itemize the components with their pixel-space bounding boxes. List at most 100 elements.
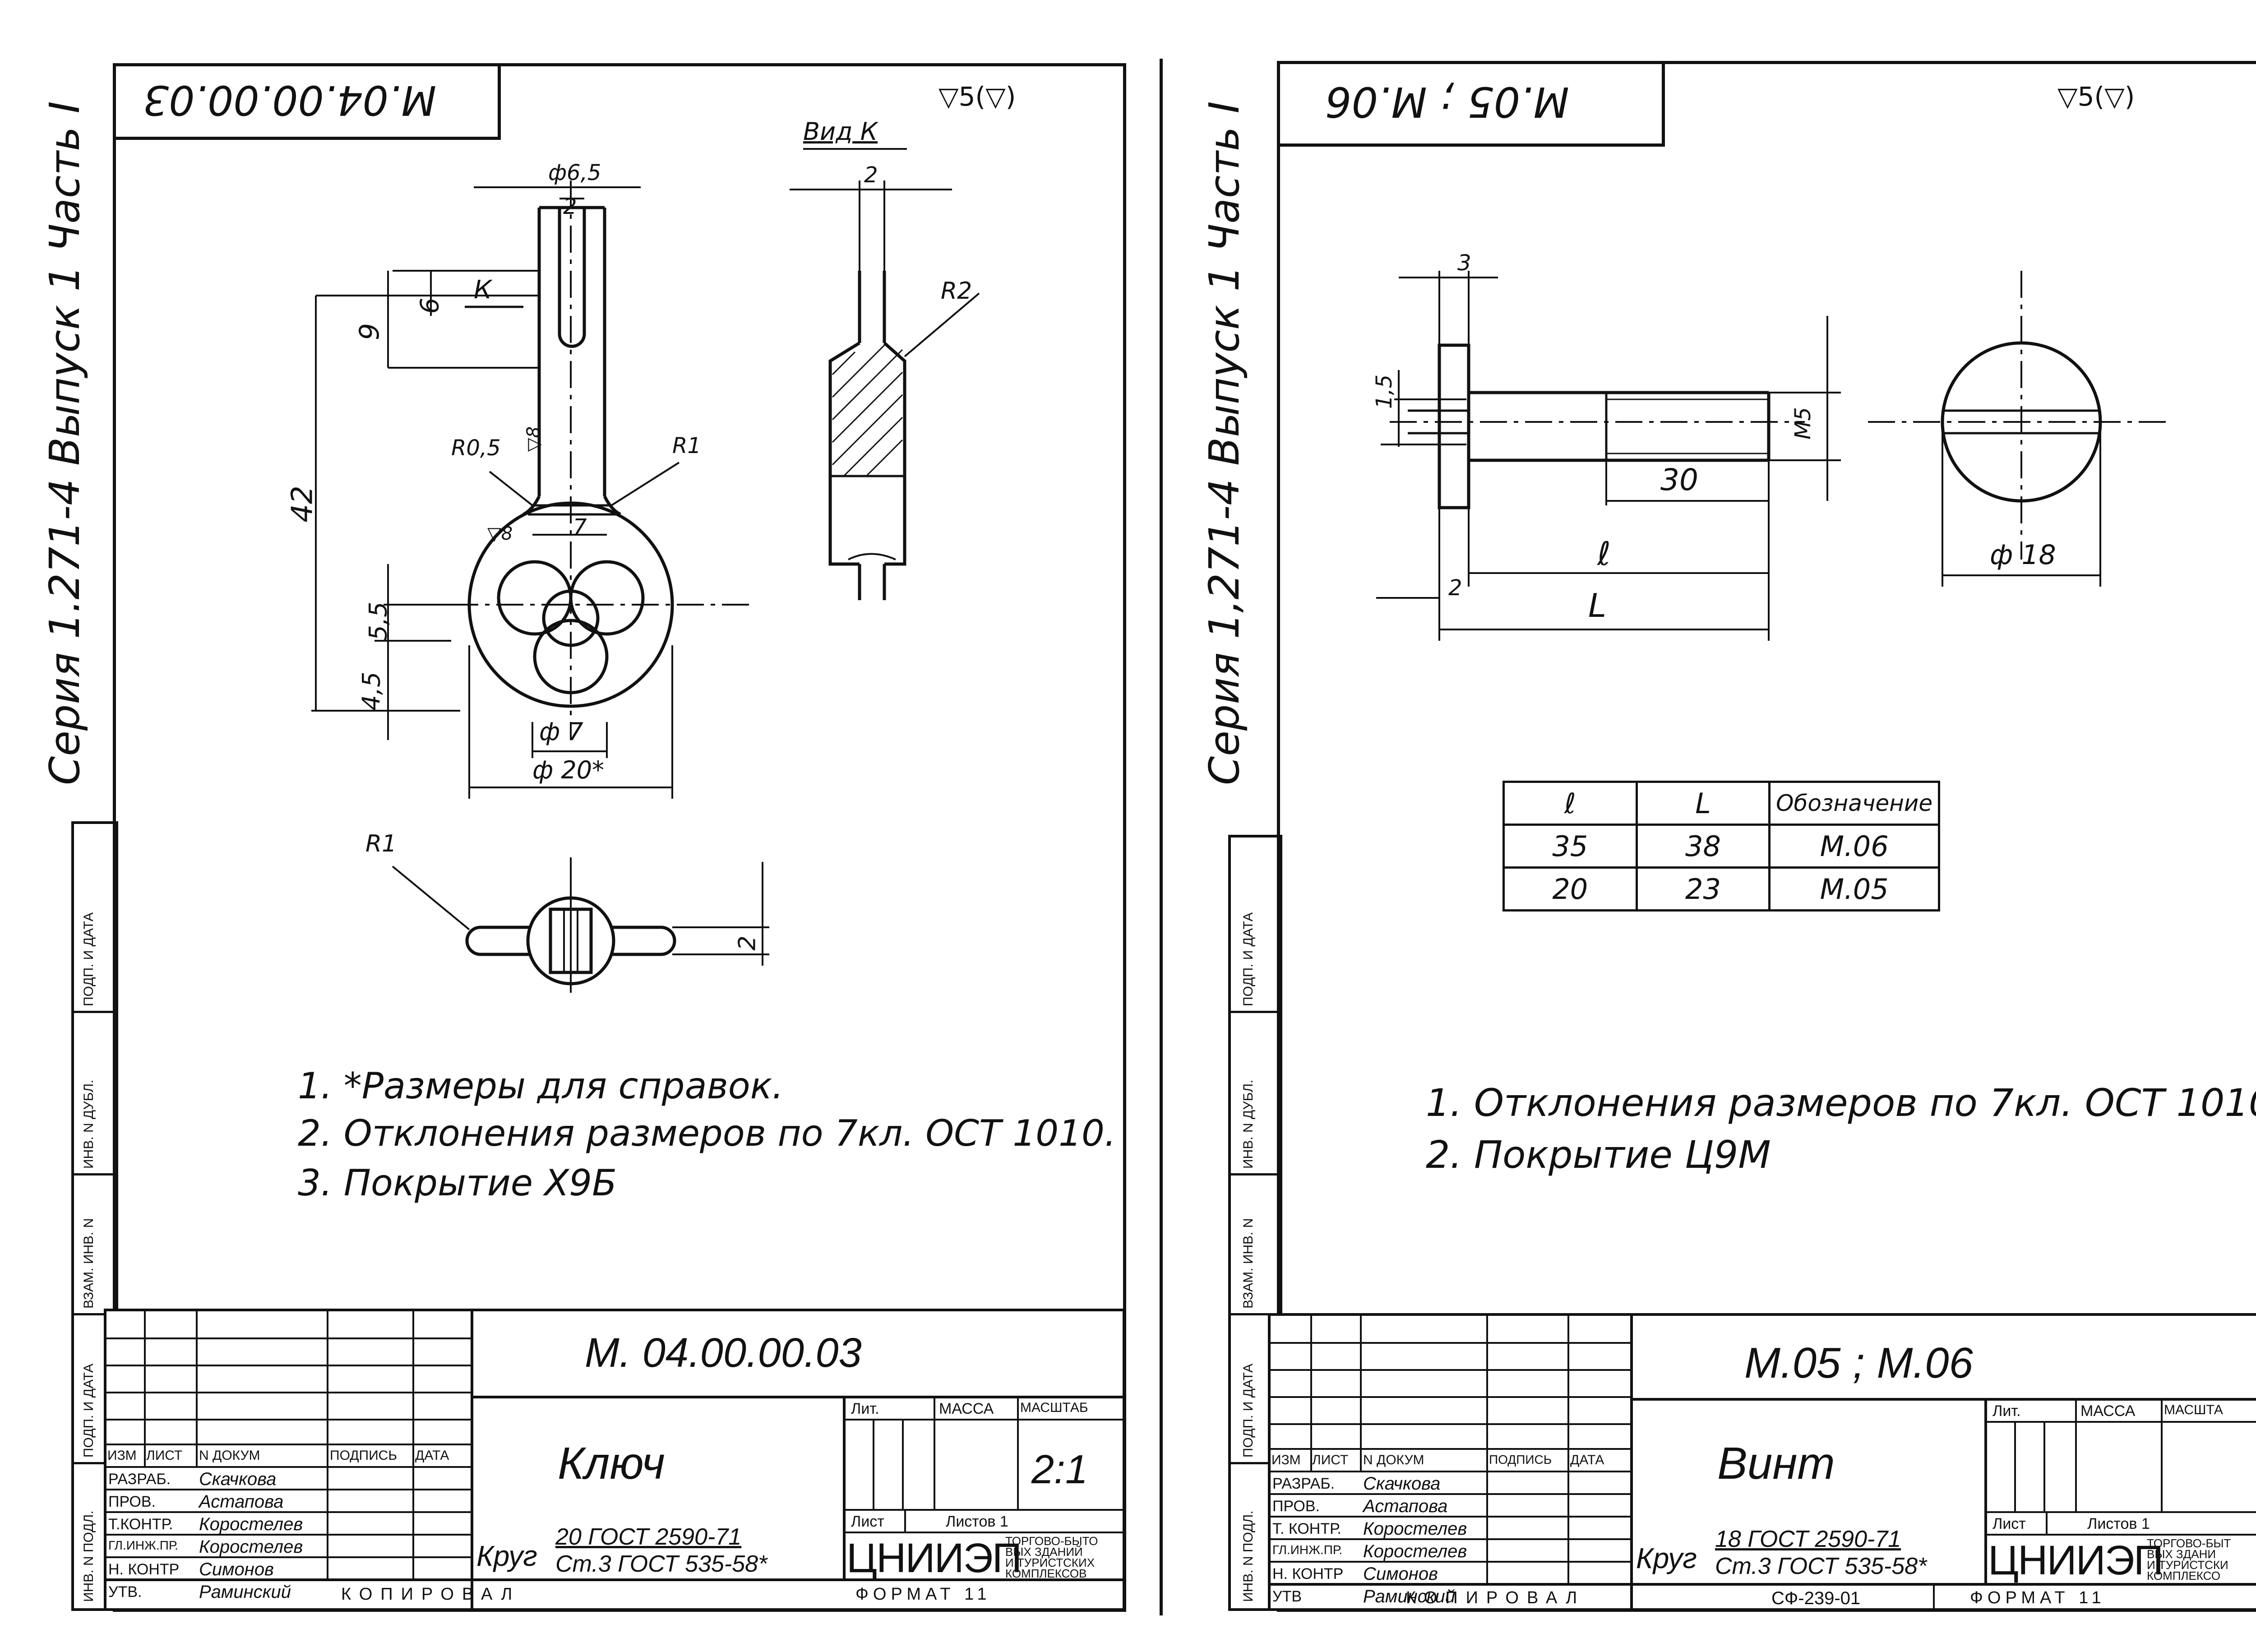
tb-header-doc: N ДОКУМ	[1363, 1453, 1424, 1467]
tb-person: Коростелев	[199, 1537, 303, 1557]
tb-header-izm: ИЗМ	[107, 1448, 137, 1463]
table-cell: 38	[1635, 824, 1771, 869]
dim-30: 30	[1660, 463, 1698, 497]
sheet-separator	[1160, 59, 1163, 1615]
tb-org-desc: ТОРГОВО-БЫТО	[1005, 1534, 1098, 1548]
tb-header-date: ДАТА	[1570, 1453, 1604, 1467]
dim-m5: М5	[1790, 407, 1816, 440]
tb-material-prefix: Круг	[1636, 1542, 1697, 1574]
tb-person: Скачкова	[1363, 1474, 1441, 1494]
tb-lit-label: Лит.	[1992, 1402, 2021, 1420]
tb-role: РАЗРАБ.	[108, 1471, 171, 1488]
tb-name: Винт	[1717, 1438, 1835, 1489]
table-header: L	[1635, 781, 1771, 826]
right-sidebar-label: ВЗАМ. ИНВ. N	[1241, 1218, 1256, 1309]
tb-header-list: ЛИСТ	[146, 1448, 183, 1463]
right-format-label: ФОРМАТ 11	[1970, 1588, 2106, 1607]
tb-designation: М.05 ; М.06	[1744, 1339, 1973, 1387]
tb-role: ГЛ.ИНЖ.ПР.	[108, 1538, 179, 1552]
tb-material-bottom: Ст.3 ГОСТ 535-58*	[1715, 1553, 1927, 1579]
left-sidebar-label: ВЗАМ. ИНВ. N	[81, 1218, 96, 1309]
tb-org-desc: КОМПЛЕКСО	[2147, 1569, 2221, 1583]
tb-scale-label: МАСШТА	[2164, 1402, 2223, 1417]
dim-2-bottom: 2	[734, 935, 761, 951]
dim-4-5: 4,5	[357, 671, 386, 711]
right-sidebar	[1228, 835, 1282, 1611]
table-cell: 35	[1502, 824, 1638, 869]
dim-7: 7	[573, 514, 587, 540]
dim-view-2: 2	[864, 162, 878, 188]
right-title-block-grid	[1271, 1316, 2256, 1608]
dim-l-big: L	[1588, 587, 1607, 625]
tb-header-date: ДАТА	[415, 1448, 449, 1463]
right-sidebar-label: ИНВ. N ДУБЛ.	[1241, 1079, 1256, 1169]
dim-d65: ф6,5	[548, 160, 601, 185]
tb-org-desc: ВЫХ ЗДАНИЙ	[1005, 1545, 1083, 1559]
tb-scale-value: 2:1	[1031, 1447, 1088, 1492]
right-sidebar-label: ИНВ. N ПОДЛ.	[1241, 1510, 1256, 1602]
tb-role: Т. КОНТР.	[1272, 1520, 1341, 1537]
right-doc-number: СФ-239-01	[1771, 1588, 1861, 1608]
view-k-label: Вид К	[803, 117, 878, 146]
dim-d20: ф 20*	[532, 756, 605, 784]
dim-3: 3	[1457, 250, 1471, 276]
tb-role: ПРОВ.	[1272, 1498, 1320, 1515]
tb-material-top: 18 ГОСТ 2590-71	[1715, 1526, 1901, 1552]
tb-sheets-label: Листов 1	[946, 1513, 1008, 1530]
left-roughness-mark: ▽5(▽)	[938, 81, 1016, 112]
left-sidebar-label: ИНВ. N ПОДЛ.	[81, 1510, 96, 1602]
left-sidebar-divider	[71, 1462, 113, 1464]
dim-1-5: 1,5	[1372, 374, 1397, 409]
left-note-2: 2. Отклонения размеров по 7кл. ОСТ 1010.	[298, 1112, 1116, 1154]
tb-org-desc: ВЫХ ЗДАНИ	[2147, 1547, 2216, 1561]
tb-person: Симонов	[199, 1559, 274, 1579]
tb-role: Н. КОНТР	[1272, 1565, 1344, 1583]
tb-org: ЦНИИЭП	[846, 1535, 1022, 1581]
dim-d18: ф 18	[1990, 539, 2056, 571]
right-sidebar-label: ПОДП. И ДАТА	[1241, 1363, 1256, 1458]
tb-org-desc: И ТУРИСТСКИХ	[1005, 1556, 1095, 1569]
right-sidebar-divider	[1228, 1313, 1277, 1315]
tb-name: Ключ	[558, 1438, 665, 1489]
right-sidebar-label: ПОДП. И ДАТА	[1241, 912, 1256, 1006]
tb-role: Н. КОНТР	[108, 1561, 180, 1578]
right-copied-label: КОПИРОВАЛ	[1406, 1588, 1586, 1607]
tb-person: Коростелев	[199, 1514, 303, 1534]
left-sidebar-divider	[71, 1173, 113, 1175]
roughness-v8-b: ▽8	[487, 523, 513, 544]
left-format-label: ФОРМАТ 11	[855, 1585, 991, 1604]
tb-person: Коростелев	[1363, 1519, 1467, 1539]
tb-header-sign: ПОДПИСЬ	[330, 1448, 398, 1463]
tb-org: ЦНИИЭП	[1988, 1537, 2164, 1583]
table-cell: М.06	[1768, 824, 1940, 869]
left-copied-label: КОПИРОВАЛ	[341, 1585, 521, 1604]
left-note-1: 1. *Размеры для справок.	[298, 1065, 784, 1107]
dim-2-top: 2	[563, 194, 577, 219]
tb-role: ГЛ.ИНЖ.ПР.	[1272, 1543, 1343, 1557]
table-row: 20 23 М.05	[1502, 866, 1940, 912]
tb-role: РАЗРАБ.	[1272, 1475, 1335, 1492]
tb-header-sign: ПОДПИСЬ	[1489, 1453, 1552, 1467]
right-code-box: М.05 ; М.06	[1277, 61, 1665, 147]
left-sidebar	[71, 821, 118, 1611]
table-cell: М.05	[1768, 866, 1940, 912]
tb-role: Т.КОНТР.	[108, 1516, 173, 1533]
tb-mass-label: МАССА	[2080, 1402, 2136, 1420]
table-cell: 20	[1502, 866, 1638, 912]
right-roughness-mark: ▽5(▽)	[2057, 81, 2135, 112]
tb-role: УТВ.	[108, 1583, 142, 1601]
tb-sheets-label: Листов 1	[2087, 1515, 2150, 1532]
tb-person: Симонов	[1363, 1564, 1438, 1584]
tb-designation: М. 04.00.00.03	[585, 1330, 862, 1376]
left-title-block-grid	[106, 1311, 1123, 1608]
right-note-2: 2. Покрытие Ц9М	[1426, 1133, 1771, 1177]
dim-r05: R0,5	[451, 435, 501, 461]
dim-2: 2	[1448, 575, 1462, 601]
tb-org-desc: И ТУРИСТСКИ	[2147, 1558, 2228, 1572]
tb-person: Раминский	[1363, 1587, 1455, 1606]
dim-l-small: ℓ	[1597, 535, 1611, 573]
tb-header-izm: ИЗМ	[1271, 1453, 1301, 1467]
left-key-drawing	[311, 148, 980, 993]
tb-person: Раминский	[199, 1582, 291, 1602]
tb-material-top: 20 ГОСТ 2590-71	[555, 1524, 742, 1550]
